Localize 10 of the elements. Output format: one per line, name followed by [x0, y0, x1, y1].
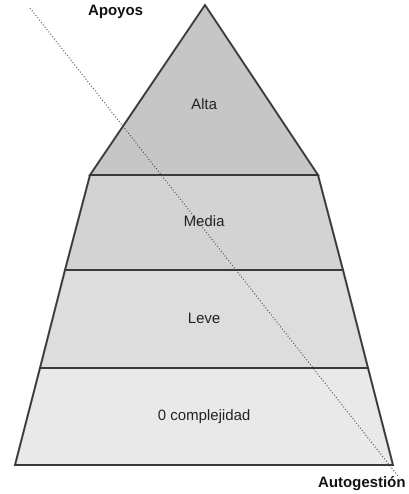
pyramid-level — [15, 368, 393, 465]
pyramid-level — [65, 175, 343, 270]
level-label: Leve — [188, 308, 220, 329]
pyramid-level — [40, 270, 368, 368]
level-label: 0 complejidad — [158, 406, 250, 426]
level-label: Media — [184, 212, 224, 232]
pyramid-level — [90, 5, 318, 175]
axis-label: Apoyos — [88, 1, 144, 21]
axis-label: Autogestión — [318, 473, 406, 493]
level-label: Alta — [191, 94, 217, 115]
